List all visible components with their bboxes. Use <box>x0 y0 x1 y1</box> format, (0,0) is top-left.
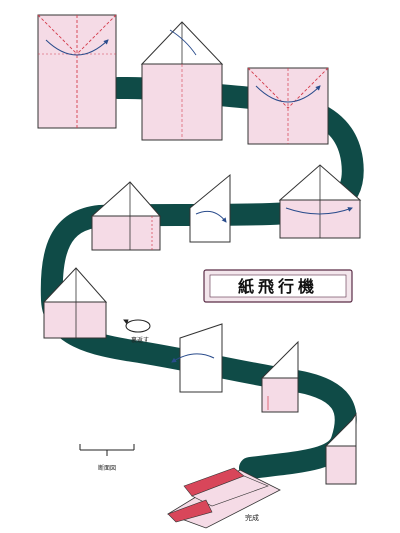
step-3-sheet <box>247 67 329 145</box>
title-box: 紙飛行機 <box>203 269 353 303</box>
step-1-sheet <box>37 14 117 129</box>
step-6-sheet <box>90 181 162 251</box>
step-10-sheet <box>324 412 357 485</box>
completed-paper-plane: 完成 <box>167 467 281 529</box>
step-4-sheet <box>278 164 362 239</box>
step-5-sheet <box>189 173 231 243</box>
step-7-sheet <box>42 267 108 339</box>
step-2-sheet <box>140 21 224 141</box>
flip-label: 裏返す <box>131 336 149 344</box>
cross-section-symbol: 断面図 <box>79 444 135 472</box>
diagram-title: 紙飛行機 <box>238 277 318 296</box>
step-8-sheet <box>171 323 223 393</box>
cross-section-label: 断面図 <box>98 464 116 472</box>
complete-label: 完成 <box>245 513 259 522</box>
step-9-sheet <box>260 340 299 413</box>
flip-over-symbol: 裏返す <box>123 319 151 344</box>
